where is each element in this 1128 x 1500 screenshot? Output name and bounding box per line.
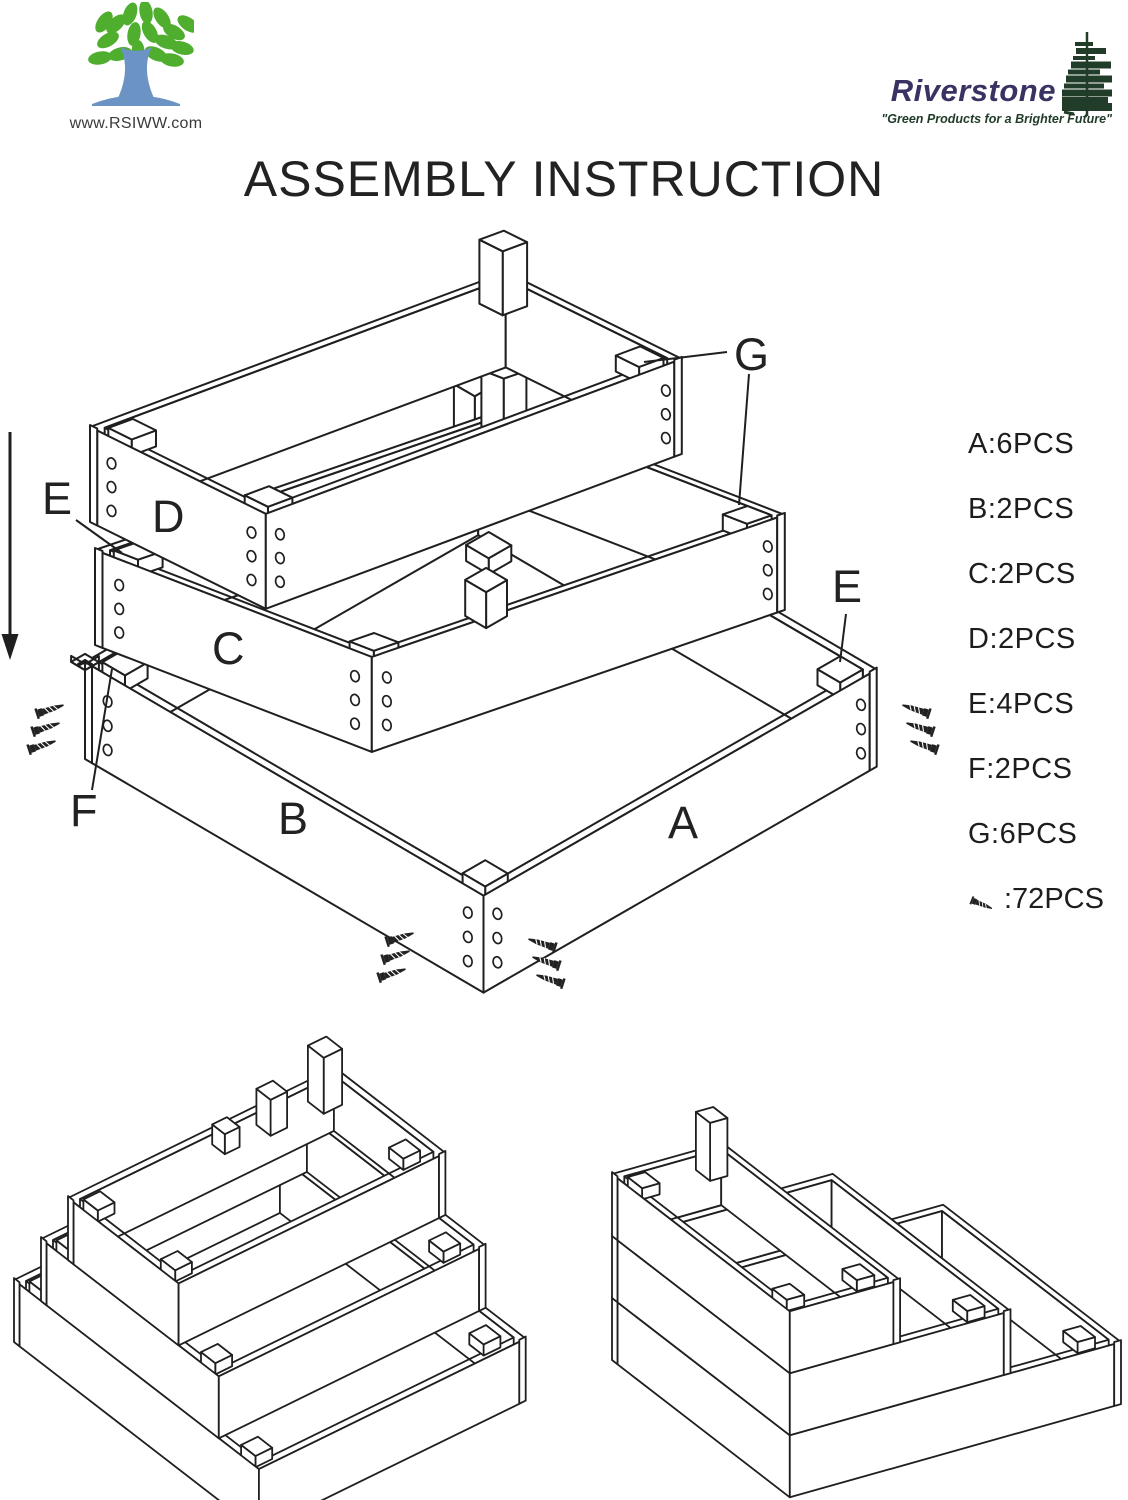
label-part-e-left: E xyxy=(42,473,72,524)
parts-list: A:6PCS B:2PCS C:2PCS D:2PCS E:4PCS F:2PC… xyxy=(968,428,1128,916)
leaf-cluster xyxy=(88,0,199,67)
brand-tagline: "Green Products for a Brighter Future" xyxy=(881,112,1112,126)
leader-e-right xyxy=(839,613,847,663)
screw-icon xyxy=(910,740,940,756)
assembled-view-right xyxy=(611,1106,1122,1499)
ground-mound xyxy=(92,95,180,106)
label-part-c: C xyxy=(212,623,245,674)
leader-f xyxy=(91,668,113,791)
screw-groups xyxy=(26,704,940,990)
screw-icon xyxy=(906,722,936,738)
screw-icon xyxy=(532,956,562,972)
leader-lines xyxy=(75,351,847,791)
leader-e-left xyxy=(75,519,123,554)
leader-g-1 xyxy=(643,351,728,363)
assembled-view-left xyxy=(13,1035,527,1500)
exploded-view-drawing xyxy=(26,229,940,994)
assembled-views-drawing xyxy=(13,1035,1122,1500)
screw-icon xyxy=(26,740,56,756)
parts-list-item: G:6PCS xyxy=(968,818,1078,850)
parts-list-item: A:6PCS xyxy=(968,428,1075,460)
screw-icon xyxy=(969,895,993,909)
parts-list-item: D:2PCS xyxy=(968,623,1076,655)
label-part-b: B xyxy=(278,793,308,844)
pine-tree-icon xyxy=(1062,32,1112,116)
label-part-g: G xyxy=(734,329,769,380)
label-part-e-right: E xyxy=(832,561,862,612)
screw-icon xyxy=(30,722,60,738)
leader-g-2 xyxy=(738,373,750,506)
label-part-a: A xyxy=(668,797,698,848)
label-part-d: D xyxy=(152,491,185,542)
parts-list-item: B:2PCS xyxy=(968,493,1075,525)
parts-list-item: C:2PCS xyxy=(968,558,1076,590)
parts-list-item: F:2PCS xyxy=(968,753,1073,785)
page-title: ASSEMBLY INSTRUCTION xyxy=(243,151,885,207)
screw-icon xyxy=(380,950,410,966)
loose-corner-posts xyxy=(464,531,513,630)
company-logo: www.RSIWW.com xyxy=(56,0,216,133)
screw-icon xyxy=(376,968,406,984)
screw-icon xyxy=(969,895,993,909)
brand-name: Riverstone xyxy=(890,73,1056,108)
screw-qty: :72PCS xyxy=(1004,883,1104,915)
pine-strokes xyxy=(1062,32,1112,116)
screw-icon xyxy=(384,932,414,948)
screw-count-row: :72PCS xyxy=(968,883,1128,916)
parts-list-item: E:4PCS xyxy=(968,688,1075,720)
screw-icon xyxy=(902,704,932,720)
down-arrow xyxy=(1,432,19,660)
label-part-f: F xyxy=(70,785,98,836)
screw-icon xyxy=(528,938,558,954)
screw-icon xyxy=(536,974,566,990)
website-url: www.RSIWW.com xyxy=(69,115,203,132)
screw-icon xyxy=(34,704,64,720)
riverstone-logo: Riverstone "Green Products for a Brighte… xyxy=(862,30,1112,126)
tree-logo-icon xyxy=(88,0,199,106)
tree-trunk xyxy=(118,47,154,98)
